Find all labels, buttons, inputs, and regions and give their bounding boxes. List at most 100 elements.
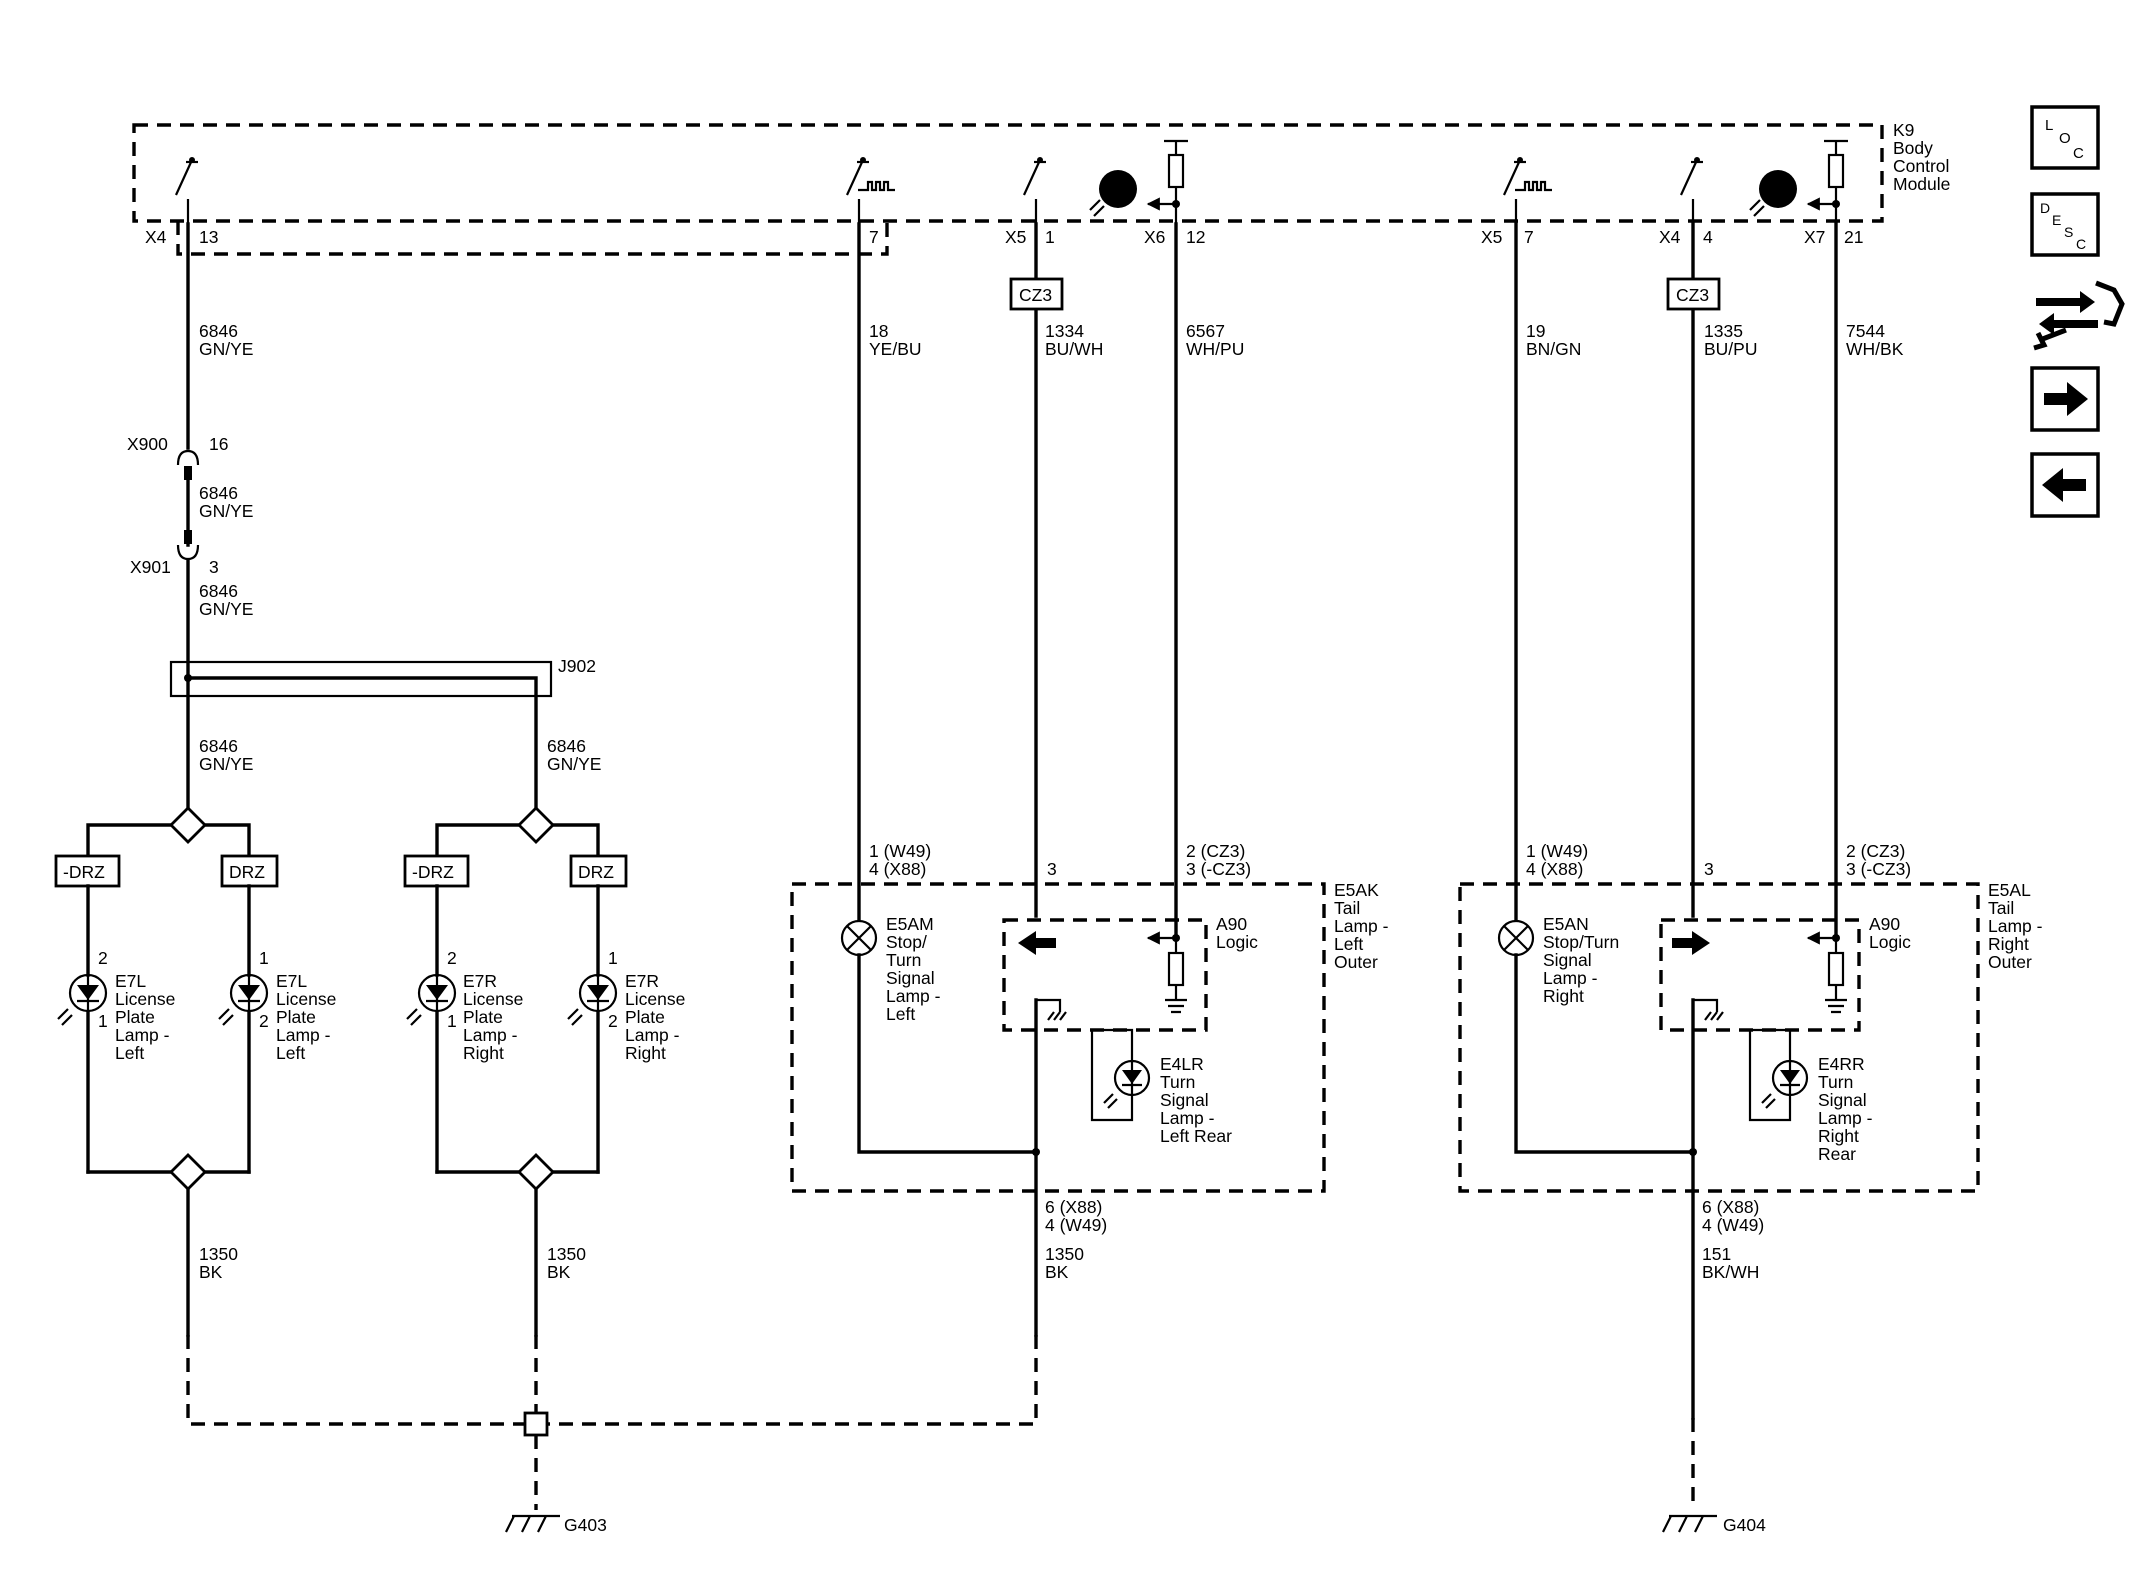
wire-1335-color: BU/PU [1704, 339, 1757, 359]
lamp-e7r-1: 2 1 E7R License Plate Lamp - Right [406, 948, 523, 1063]
led-e4lr: E4LR Turn Signal Lamp - Left Rear [1090, 1028, 1232, 1146]
module-led-driver-left [1089, 139, 1188, 224]
wire-151-color: BK/WH [1702, 1262, 1759, 1282]
desc-letter-d: D [2040, 200, 2050, 216]
e5am-l6: Left [886, 1004, 915, 1024]
connector-icon[interactable] [2033, 280, 2125, 351]
e4lr-l4: Lamp - [1160, 1108, 1215, 1128]
a90-right-l2: Logic [1869, 932, 1911, 952]
e5al-pin-b: 3 [1704, 859, 1714, 879]
prev-arrow-button[interactable] [2030, 452, 2100, 518]
conn-x4-right: X4 [1659, 227, 1681, 247]
e5ak-pin-a2: 4 (X88) [869, 859, 926, 879]
inline-connector-x901: X901 3 6846 GN/YE [130, 530, 253, 619]
tail-lamp-right-housing: E5AL Tail Lamp - Right Outer 1 (W49) 4 (… [1458, 841, 2043, 1193]
x900-pin: 16 [209, 434, 228, 454]
module-switch-x4-4 [1679, 157, 1703, 224]
opt-drz-2: DRZ [578, 862, 614, 882]
next-arrow-button[interactable] [2030, 366, 2100, 432]
pin-4: 4 [1703, 227, 1713, 247]
loc-letter-o: O [2059, 130, 2071, 147]
wire-6846-b-color: GN/YE [199, 501, 253, 521]
wire-6846-a-color: GN/YE [199, 339, 253, 359]
wire-6846-e-circuit: 6846 [547, 736, 586, 756]
pin-13: 13 [199, 227, 218, 247]
module-led-driver-right [1749, 139, 1848, 224]
x901-label: X901 [130, 557, 171, 577]
loc-button[interactable]: L O C [2030, 105, 2100, 170]
wire-19-color: BN/GN [1526, 339, 1581, 359]
e5al-gnd-pin1: 6 (X88) [1702, 1197, 1759, 1217]
opt-neg-drz-2: -DRZ [412, 862, 454, 882]
conn-x7: X7 [1804, 227, 1825, 247]
conn-x5-left: X5 [1005, 227, 1026, 247]
e7r-2-l1: E7R [625, 971, 659, 991]
e5ak-l5: Outer [1334, 952, 1378, 972]
e5al-pin-a2: 4 (X88) [1526, 859, 1583, 879]
e5an-l5: Right [1543, 986, 1584, 1006]
desc-letter-e: E [2052, 212, 2061, 228]
tail-lamp-left-housing: E5AK Tail Lamp - Left Outer 1 (W49) 4 (X… [790, 841, 1389, 1193]
wire-1334-circuit: 1334 [1045, 321, 1084, 341]
wire-1335-circuit: 1335 [1704, 321, 1743, 341]
module-pwm-switch-x5-7 [1502, 157, 1552, 224]
e7l-1-pin-bottom: 1 [98, 1011, 108, 1031]
wire-6846-c-color: GN/YE [199, 599, 253, 619]
tail-lamp-left-wires: 18 YE/BU 1334 BU/WH 6567 WH/PU CZ3 [857, 222, 1244, 1337]
license-feed-wire: 6846 GN/YE [186, 222, 253, 827]
opt-neg-drz-1: -DRZ [63, 862, 105, 882]
e5am-l1: E5AM [886, 914, 934, 934]
a90-left-l1: A90 [1216, 914, 1247, 934]
loc-letter-l: L [2045, 117, 2053, 134]
e4rr-l3: Signal [1818, 1090, 1867, 1110]
e7l-1-l5: Left [115, 1043, 144, 1063]
lamp-e7r-2: 1 2 E7R License Plate Lamp - Right [567, 948, 685, 1063]
e7l-1-l4: Lamp - [115, 1025, 170, 1045]
e5ak-gnd-pin1: 6 (X88) [1045, 1197, 1102, 1217]
e7r-1-pin-top: 2 [447, 948, 457, 968]
e7r-1-l4: Lamp - [463, 1025, 518, 1045]
wire-7544-color: WH/BK [1846, 339, 1904, 359]
e5al-pin-c2: 3 (-CZ3) [1846, 859, 1911, 879]
e5al-pin-a1: 1 (W49) [1526, 841, 1588, 861]
body-control-module: K9 Body Control Module [132, 120, 1950, 256]
desc-letter-c: C [2076, 236, 2086, 252]
e5al-l1: E5AL [1988, 880, 2031, 900]
desc-letter-s: S [2064, 224, 2073, 240]
conn-x6: X6 [1144, 227, 1165, 247]
module-pwm-switch-7 [845, 157, 895, 224]
e5an-l3: Signal [1543, 950, 1592, 970]
opt-drz-1: DRZ [229, 862, 265, 882]
desc-button[interactable]: D E S C [2030, 192, 2100, 257]
wire-18-circuit: 18 [869, 321, 888, 341]
wire-6846-b-circuit: 6846 [199, 483, 238, 503]
conn-x5-right: X5 [1481, 227, 1502, 247]
e7l-2-pin-top: 1 [259, 948, 269, 968]
pin-7-right: 7 [1524, 227, 1534, 247]
module-name-1: Body [1893, 138, 1933, 158]
lamp-e7l-2: 1 2 E7L License Plate Lamp - Left [218, 948, 336, 1063]
cz3-right: CZ3 [1676, 285, 1709, 305]
e7r-2-l2: License [625, 989, 685, 1009]
logic-a90-left: A90 Logic [1002, 914, 1258, 1032]
e4rr-l2: Turn [1818, 1072, 1853, 1092]
wire-6846-e-color: GN/YE [547, 754, 601, 774]
e5ak-pin-a1: 1 (W49) [869, 841, 931, 861]
wire-151-circuit: 151 [1702, 1244, 1731, 1264]
e5ak-l3: Lamp - [1334, 916, 1389, 936]
tail-left-ground-labels: 6 (X88) 4 (W49) 1350 BK [1045, 1197, 1107, 1282]
logic-a90-right: A90 Logic [1659, 914, 1911, 1032]
e7l-2-l1: E7L [276, 971, 307, 991]
e7l-1-pin-top: 2 [98, 948, 108, 968]
license-lamps-left-pair: -DRZ DRZ [54, 806, 279, 1337]
wire-6567-color: WH/PU [1186, 339, 1244, 359]
wire-7544-circuit: 7544 [1846, 321, 1885, 341]
e5ak-gnd-pin2: 4 (W49) [1045, 1215, 1107, 1235]
a90-right-l1: A90 [1869, 914, 1900, 934]
e7r-2-l3: Plate [625, 1007, 665, 1027]
wire-1350-a-color: BK [199, 1262, 223, 1282]
e7l-2-pin-bottom: 2 [259, 1011, 269, 1031]
cz3-left: CZ3 [1019, 285, 1052, 305]
led-e4rr: E4RR Turn Signal Lamp - Right Rear [1748, 1028, 1873, 1164]
e5am-l5: Lamp - [886, 986, 941, 1006]
